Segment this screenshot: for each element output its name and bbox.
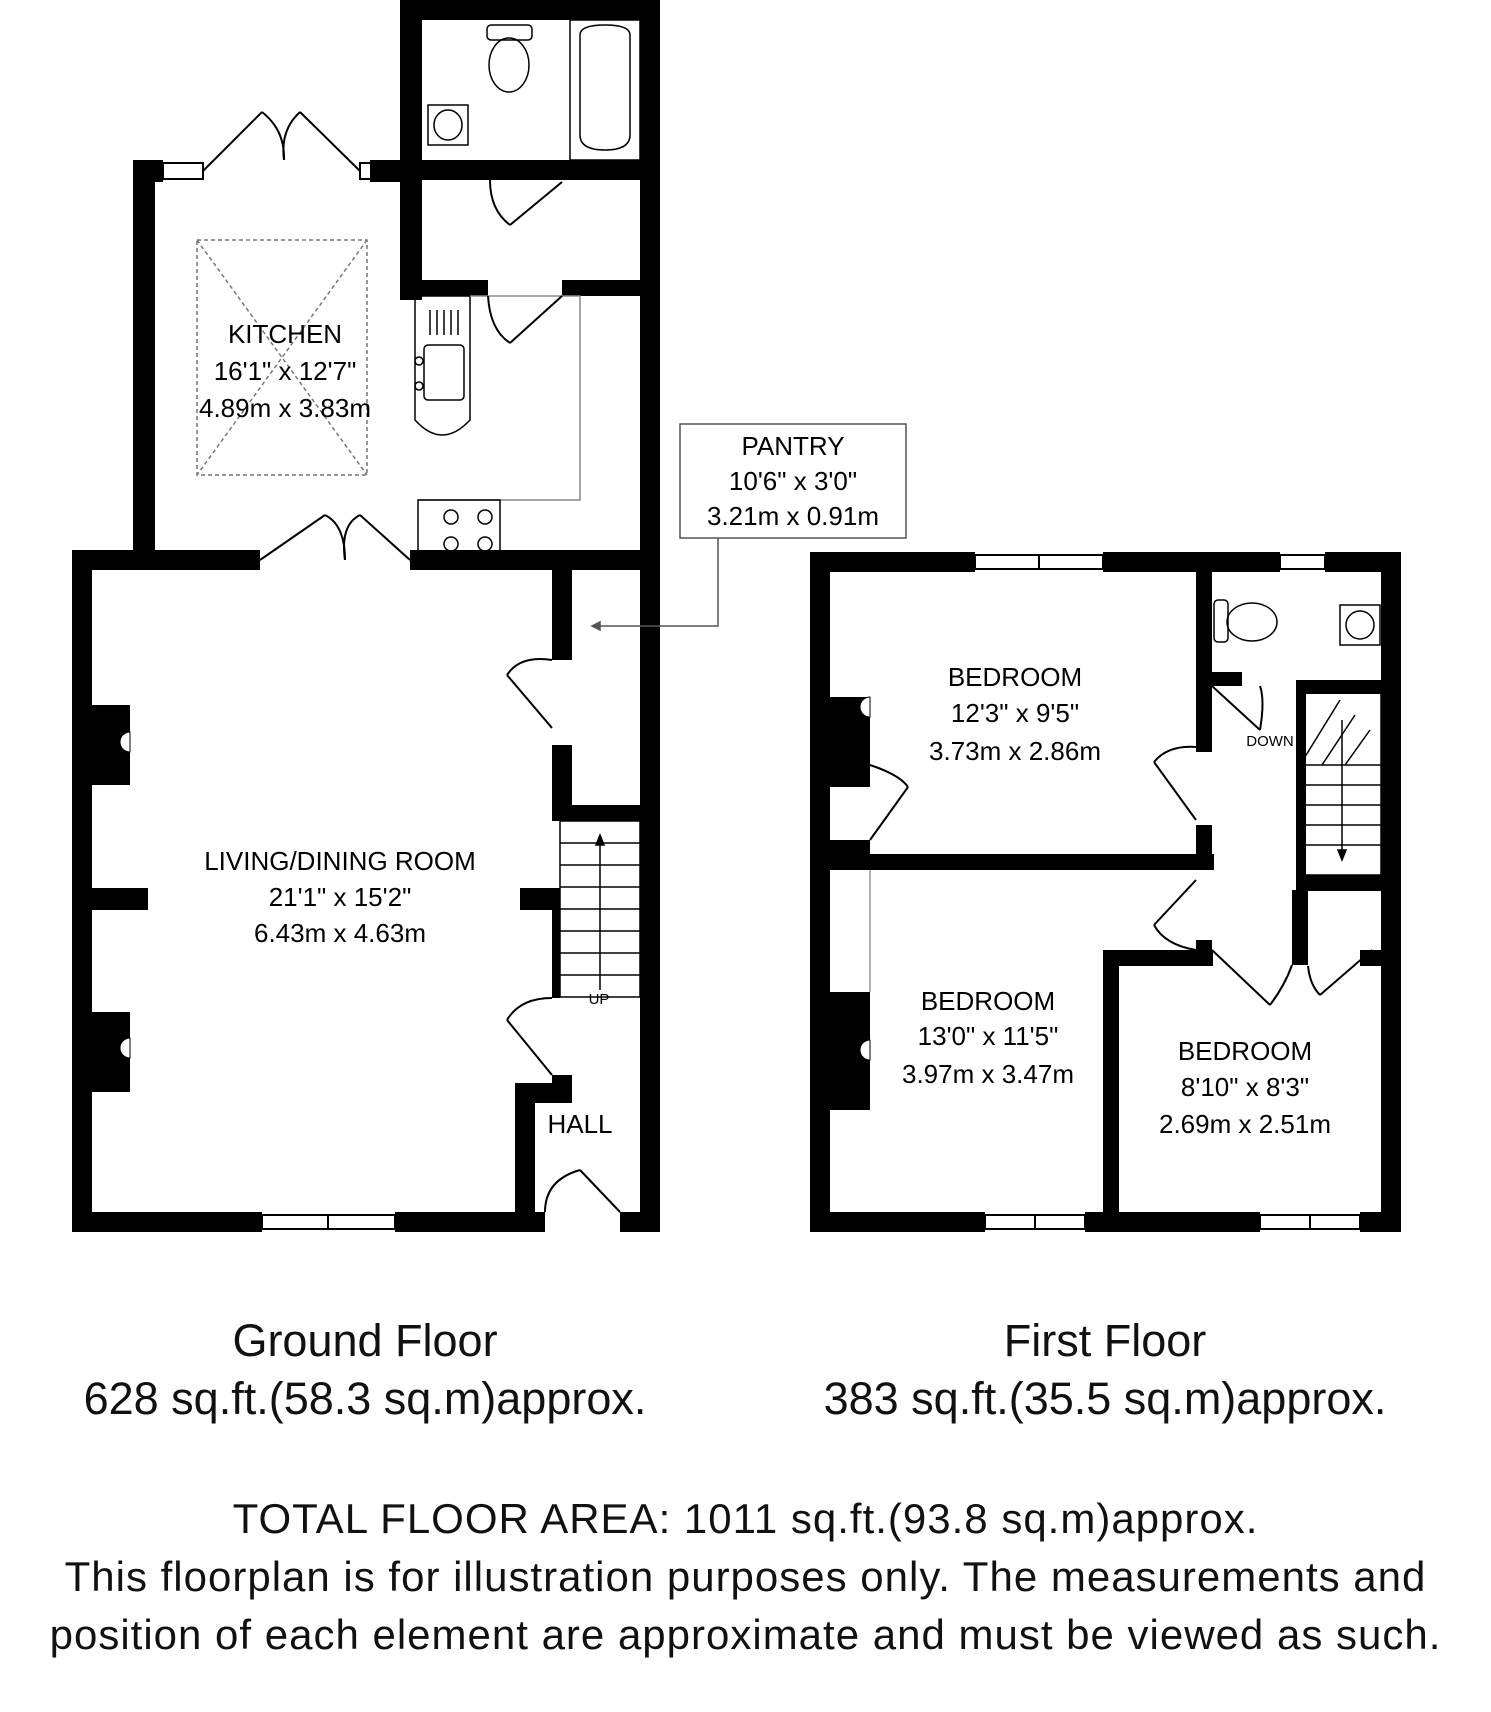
pantry-imperial: 10'6" x 3'0"	[729, 466, 857, 496]
ground-floor-area: 628 sq.ft.(58.3 sq.m)approx.	[83, 1373, 647, 1424]
stairs-first	[1299, 689, 1382, 876]
total-floor-area: TOTAL FLOOR AREA: 1011 sq.ft.(93.8 sq.m)…	[232, 1495, 1259, 1542]
living-name: LIVING/DINING ROOM	[204, 846, 476, 876]
first-windows	[974, 554, 1361, 1230]
bedroom1-metric: 3.73m x 2.86m	[929, 736, 1101, 766]
ground-floor-title: Ground Floor	[232, 1315, 498, 1366]
kitchen-metric: 4.89m x 3.83m	[199, 393, 371, 423]
hob	[417, 499, 501, 559]
first-floor-caption: First Floor 383 sq.ft.(35.5 sq.m)approx.	[760, 1312, 1450, 1428]
living-imperial: 21'1" x 15'2"	[269, 882, 412, 912]
kitchen-imperial: 16'1" x 12'7"	[214, 356, 357, 386]
ground-floor-caption: Ground Floor 628 sq.ft.(58.3 sq.m)approx…	[20, 1312, 710, 1428]
toilet-ground	[486, 24, 533, 93]
pantry-hall-doors	[506, 658, 621, 1213]
first-floor-area: 383 sq.ft.(35.5 sq.m)approx.	[823, 1373, 1387, 1424]
living-french-doors	[259, 514, 411, 561]
kitchen-french-doors	[202, 111, 361, 172]
bedroom3-metric: 2.69m x 2.51m	[1159, 1109, 1331, 1139]
fireplaces	[119, 731, 131, 1059]
basin-first	[1339, 604, 1381, 646]
disclaimer: This floorplan is for illustration purpo…	[49, 1553, 1442, 1658]
bathroom-walls	[400, 0, 660, 1232]
first-floor-title: First Floor	[1003, 1315, 1207, 1366]
basin-ground	[427, 104, 469, 146]
bedroom1-imperial: 12'3" x 9'5"	[951, 698, 1079, 728]
pantry-metric: 3.21m x 0.91m	[707, 501, 879, 531]
bedroom1-name: BEDROOM	[948, 662, 1082, 692]
toilet-first	[1213, 599, 1278, 643]
bedroom2-name: BEDROOM	[921, 986, 1055, 1016]
stairs-up-label: UP	[589, 991, 610, 1008]
living-metric: 6.43m x 4.63m	[254, 918, 426, 948]
floorplan-drawing: KITCHEN 16'1" x 12'7" 4.89m x 3.83m LIVI…	[72, 0, 1401, 1232]
bedroom2-imperial: 13'0" x 11'5"	[918, 1021, 1059, 1051]
bedroom3-name: BEDROOM	[1178, 1036, 1312, 1066]
kitchen-name: KITCHEN	[228, 319, 342, 349]
first-fireplaces	[859, 696, 871, 1061]
kitchen-sink	[414, 295, 471, 436]
first-internal-doors	[869, 685, 1373, 1006]
kitchen-windows	[162, 44, 419, 180]
bath-ground	[569, 19, 641, 161]
bedroom2-metric: 3.97m x 3.47m	[902, 1059, 1074, 1089]
footer: TOTAL FLOOR AREA: 1011 sq.ft.(93.8 sq.m)…	[0, 1490, 1491, 1664]
stairs-down-label: DOWN	[1246, 733, 1294, 750]
ground-outer-walls	[72, 550, 660, 1232]
kitchen-walls	[133, 160, 422, 555]
living-window	[261, 1214, 396, 1230]
ground-floor-plan: KITCHEN 16'1" x 12'7" 4.89m x 3.83m LIVI…	[72, 0, 907, 1232]
hall-name: HALL	[547, 1109, 612, 1139]
kitchen-skylight	[196, 239, 368, 476]
first-floor-plan: BEDROOM 12'3" x 9'5" 3.73m x 2.86m BEDRO…	[810, 552, 1401, 1232]
stairs-ground	[559, 820, 641, 998]
bedroom3-imperial: 8'10" x 8'3"	[1181, 1072, 1309, 1102]
kitchen-worktop	[418, 295, 581, 501]
pantry-callout	[590, 423, 907, 632]
pantry-name: PANTRY	[741, 431, 844, 461]
ground-internal-doors	[487, 179, 563, 344]
